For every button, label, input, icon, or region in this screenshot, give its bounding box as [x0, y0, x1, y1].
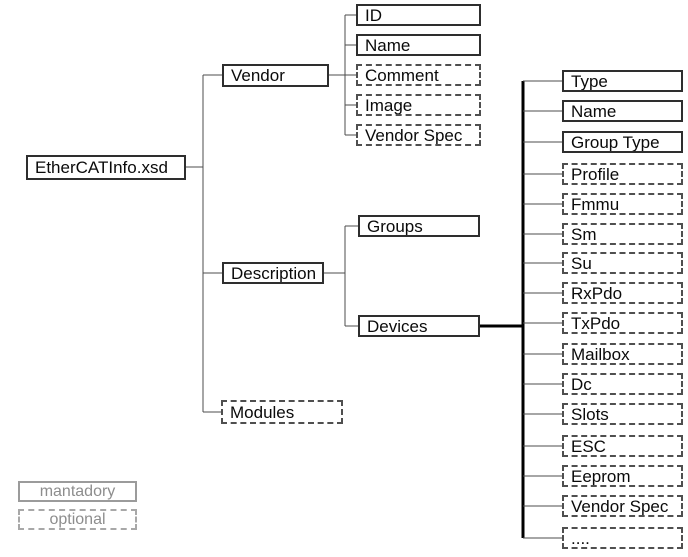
node-rxpdo: RxPdo [562, 282, 683, 304]
node-image: Image [356, 94, 481, 116]
node-id: ID [356, 4, 481, 26]
node-device-name: Name [562, 100, 683, 122]
node-vendor-spec: Vendor Spec [356, 124, 481, 146]
node-ellipsis: .... [562, 527, 683, 549]
node-group-type: Group Type [562, 131, 683, 153]
node-su: Su [562, 252, 683, 274]
node-esc: ESC [562, 435, 683, 457]
node-slots: Slots [562, 403, 683, 425]
node-devices: Devices [358, 315, 480, 337]
legend-item-optional: optional [18, 509, 137, 530]
node-mailbox: Mailbox [562, 343, 683, 365]
node-comment: Comment [356, 64, 481, 86]
node-dc: Dc [562, 373, 683, 395]
node-groups: Groups [358, 215, 480, 237]
node-sm: Sm [562, 223, 683, 245]
node-profile: Profile [562, 163, 683, 185]
node-vendor-name: Name [356, 34, 481, 56]
node-type: Type [562, 70, 683, 92]
legend-item-mandatory: mantadory [18, 481, 137, 502]
node-fmmu: Fmmu [562, 193, 683, 215]
node-description: Description [222, 262, 324, 284]
node-txpdo: TxPdo [562, 312, 683, 334]
node-device-vendor-spec: Vendor Spec [562, 495, 683, 517]
node-eeprom: Eeprom [562, 465, 683, 487]
node-modules: Modules [221, 400, 343, 424]
node-vendor: Vendor [222, 64, 329, 87]
node-ethercatinfo-xsd: EtherCATInfo.xsd [26, 155, 186, 180]
